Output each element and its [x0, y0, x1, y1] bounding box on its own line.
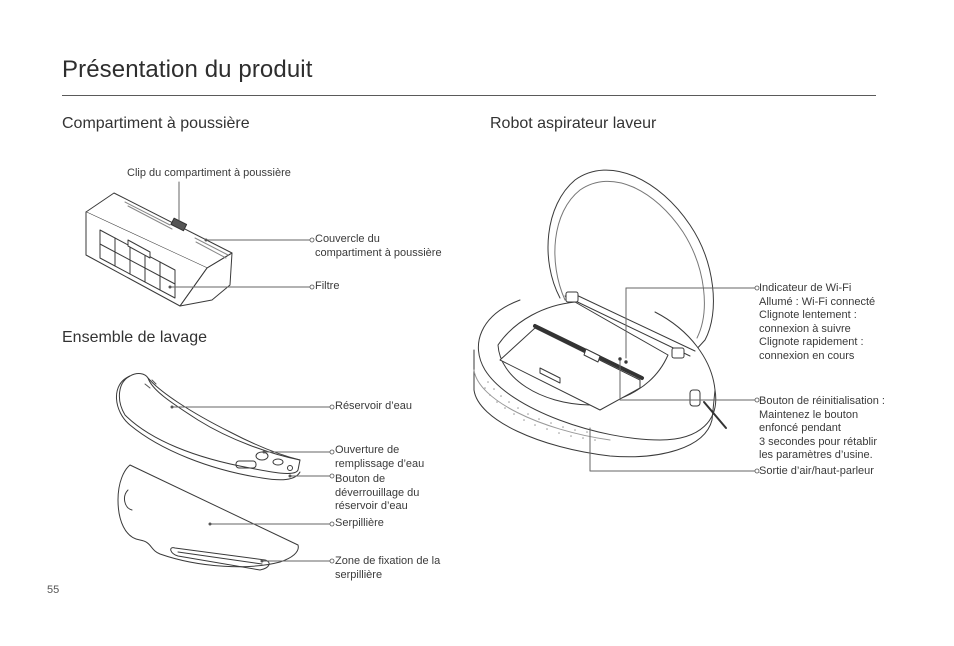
robot-heading: Robot aspirateur laveur: [490, 115, 657, 132]
dust-compartment-heading: Compartiment à poussière: [62, 115, 250, 132]
label-water-tank: Réservoir d’eau: [335, 400, 413, 412]
label-dust-cover: Couvercle du compartiment à poussière: [315, 233, 442, 259]
page-number: 55: [47, 584, 60, 596]
dust-compartment-illustration: [85, 192, 233, 307]
washing-set-illustration: [116, 373, 301, 571]
label-filter: Filtre: [315, 280, 340, 292]
robot-illustration: [473, 169, 727, 458]
label-reset-button: Bouton de réinitialisation : Maintenez l…: [759, 395, 885, 461]
label-wifi-indicator: Indicateur de Wi-Fi Allumé : Wi-Fi conne…: [759, 282, 876, 362]
label-air-outlet: Sortie d’air/haut-parleur: [759, 465, 874, 477]
label-mop: Serpillière: [335, 517, 384, 529]
title-divider: [62, 95, 876, 96]
label-fill-opening: Ouverture de remplissage d’eau: [335, 444, 425, 470]
page-title: Présentation du produit: [62, 56, 313, 83]
label-unlock-button: Bouton de déverrouillage du réservoir d’…: [335, 473, 420, 512]
label-dust-clip: Clip du compartiment à poussière: [127, 167, 291, 179]
label-mop-zone: Zone de fixation de la serpillière: [335, 555, 441, 581]
washing-set-heading: Ensemble de lavage: [62, 329, 207, 346]
